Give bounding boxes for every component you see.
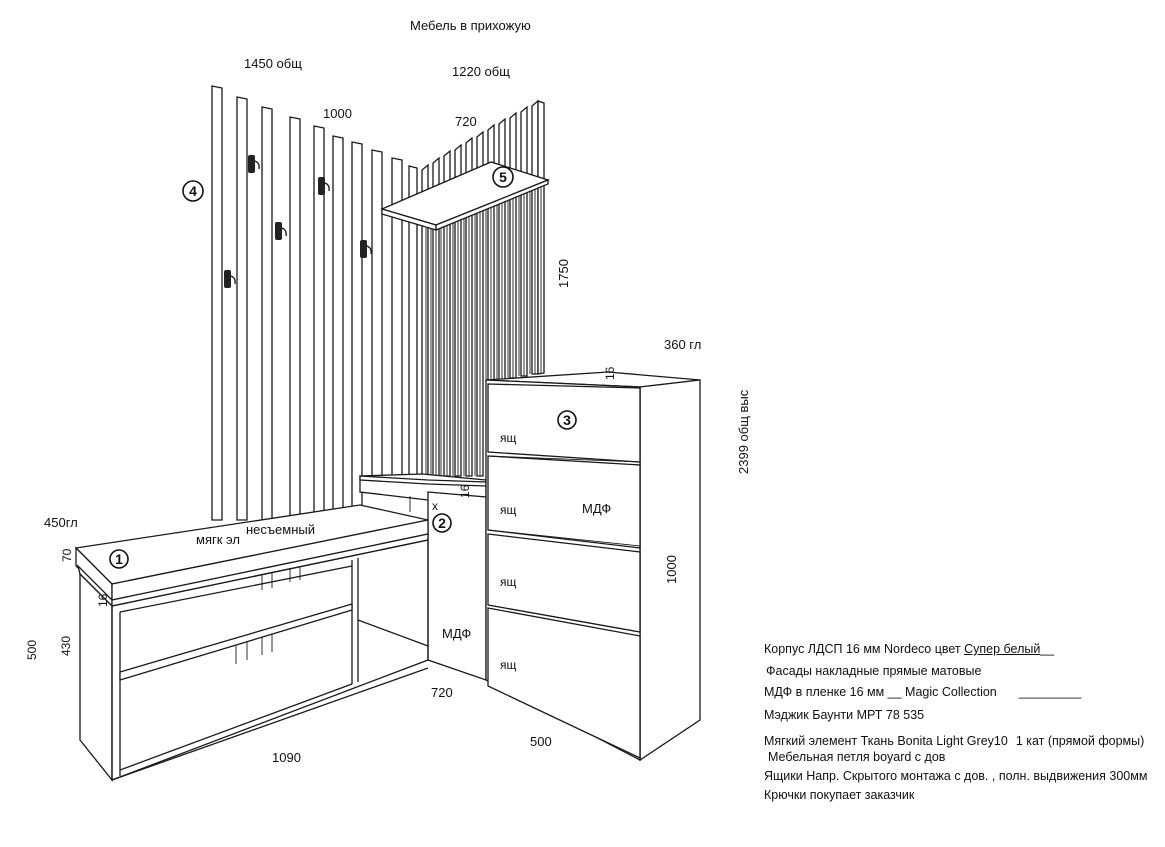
dim-total-width-left: 1450 общ: [244, 56, 302, 71]
label-x-mark: x: [432, 499, 438, 513]
label-drawer: ящ: [500, 503, 516, 517]
callout-5: 5: [492, 166, 514, 188]
spec-soft-element: Мягкий элемент Ткань Bonita Light Grey10…: [764, 734, 1145, 748]
label-drawer: ящ: [500, 575, 516, 589]
label-mdf-corner: МДФ: [442, 626, 471, 641]
svg-text:3: 3: [563, 412, 571, 428]
label-drawer: ящ: [500, 658, 516, 672]
spec-hooks: Крючки покупает заказчик: [764, 788, 915, 802]
svg-text:2: 2: [438, 515, 446, 531]
label-drawer: ящ: [500, 431, 516, 445]
dim-bench-width: 1090: [272, 750, 301, 765]
dim-thickness-mid: 16: [458, 484, 472, 498]
drawing-title: Мебель в прихожую: [410, 18, 531, 33]
label-soft-element: мягк эл: [196, 532, 240, 547]
dim-total-width-right: 1220 общ: [452, 64, 510, 79]
dim-thickness-top: 16: [603, 366, 617, 380]
dim-panel-width-left: 1000: [323, 106, 352, 121]
label-mdf-cabinet: МДФ: [582, 501, 611, 516]
dim-cabinet-width: 500: [530, 734, 552, 749]
dim-thickness-bench: 16: [96, 593, 110, 607]
dim-panel-height: 1750: [556, 259, 571, 288]
hook-icon: [224, 270, 236, 288]
callout-1: 1: [109, 549, 129, 569]
spec-color-value: Супер белый: [964, 642, 1041, 656]
dim-bench-depth: 450гл: [44, 515, 78, 530]
svg-text:5: 5: [499, 169, 507, 185]
dimension-marks: [409, 475, 487, 512]
spec-drawers: Ящики Напр. Скрытого монтажа с дов. , по…: [764, 769, 1148, 783]
svg-text:1: 1: [115, 551, 123, 567]
label-non-removable: несъемный: [246, 522, 315, 537]
corner-seat: [359, 473, 487, 681]
spec-hinge: Мебельная петля boyard с дов: [768, 750, 946, 764]
svg-text:4: 4: [189, 183, 197, 199]
spec-body: Корпус ЛДСП 16 мм Nordeco цвет Супер бел…: [764, 642, 1055, 656]
spec-facades: Фасады накладные прямые матовые: [766, 664, 982, 678]
shoe-cabinet: [485, 371, 701, 762]
hook-icon: [360, 240, 372, 258]
coat-hooks: [224, 155, 372, 288]
hook-icon: [248, 155, 260, 173]
hook-icon: [318, 177, 330, 195]
left-wall-slats: [211, 85, 418, 664]
spec-mdf-color: Мэджик Баунти МРТ 78 535: [764, 708, 925, 722]
callout-2: 2: [432, 513, 452, 533]
bench: [74, 504, 429, 782]
dim-cabinet-depth: 360 гл: [664, 337, 701, 352]
dim-total-height: 2399 общ выс: [736, 389, 751, 474]
hook-icon: [275, 222, 287, 240]
dim-corner-width: 720: [431, 685, 453, 700]
dim-bench-body-height: 430: [59, 636, 73, 656]
callout-3: 3: [557, 410, 577, 430]
dim-cushion-height: 70: [60, 548, 74, 562]
dim-panel-width-right: 720: [455, 114, 477, 129]
dim-bench-total-height: 500: [25, 640, 39, 660]
spec-mdf: МДФ в пленке 16 мм __ Magic Collection__…: [764, 685, 1082, 699]
dim-cabinet-height: 1000: [664, 555, 679, 584]
callout-4: 4: [182, 180, 204, 202]
